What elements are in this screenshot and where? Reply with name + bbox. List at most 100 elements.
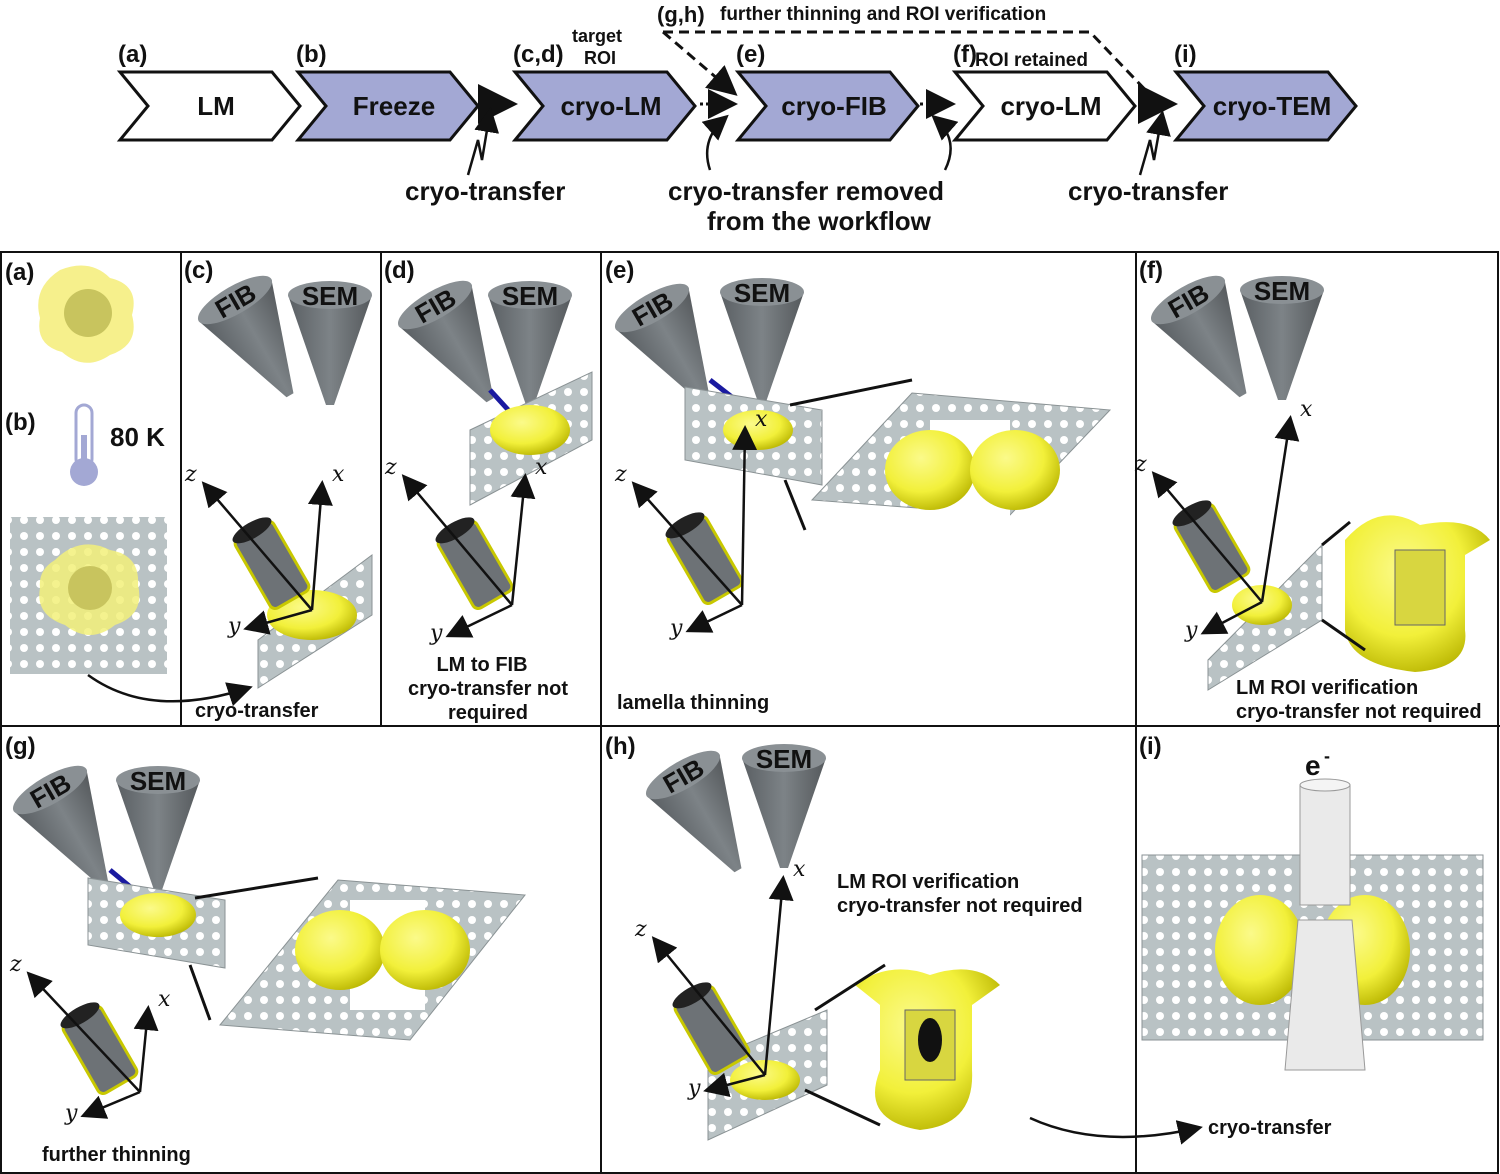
objective-lens-icon bbox=[672, 982, 751, 1075]
note-roi: ROI bbox=[584, 48, 616, 68]
column-body bbox=[720, 292, 804, 402]
axis-label-y: y bbox=[687, 1076, 701, 1101]
axis-x bbox=[732, 425, 758, 606]
stage-letter: (i) bbox=[1174, 41, 1197, 68]
column-label: SEM bbox=[130, 766, 186, 796]
stage-label: LM bbox=[197, 91, 235, 121]
coordinate-axes: z x y bbox=[384, 455, 548, 646]
stage-label: cryo-LM bbox=[1000, 91, 1101, 121]
panel-a-cell bbox=[38, 265, 134, 363]
axis-label-z: z bbox=[634, 917, 647, 942]
coordinate-axes: z x y bbox=[184, 462, 345, 639]
panel-frames bbox=[0, 251, 1500, 1174]
stage-letter: (e) bbox=[736, 41, 765, 68]
column-top bbox=[720, 278, 804, 306]
axis-y bbox=[703, 1072, 766, 1097]
cell-sample bbox=[730, 1060, 800, 1100]
panel-letter-h: (h) bbox=[605, 733, 636, 760]
panel-letter-a: (a) bbox=[5, 259, 34, 286]
stage-label: cryo-TEM bbox=[1213, 91, 1331, 121]
axis-z bbox=[201, 481, 313, 611]
loop-label: further thinning and ROI verification bbox=[720, 4, 1046, 25]
axis-label-z: z bbox=[184, 462, 197, 487]
sem-column: SEM bbox=[488, 281, 572, 405]
axis-label-x: x bbox=[535, 455, 548, 480]
electron-sup: - bbox=[1324, 746, 1330, 766]
axis-y bbox=[445, 603, 513, 638]
note-roi-retained: ROI retained bbox=[975, 50, 1088, 71]
axis-x bbox=[1260, 415, 1300, 603]
column-top bbox=[288, 281, 372, 309]
panel-letter-g: (g) bbox=[5, 733, 36, 760]
axis-label-y: y bbox=[669, 616, 683, 641]
stage-chevron bbox=[511, 70, 697, 142]
fib-column: FIB bbox=[614, 283, 711, 406]
workflow-stage-cryo-tem: cryo-TEM (i) bbox=[1172, 41, 1358, 142]
zoom-line bbox=[1321, 520, 1351, 547]
column-top bbox=[1150, 275, 1226, 325]
column-top bbox=[614, 283, 690, 333]
zoom-line bbox=[194, 876, 319, 900]
objective-lens-icon bbox=[665, 512, 744, 605]
column-label: SEM bbox=[756, 744, 812, 774]
column-top bbox=[742, 744, 826, 772]
caption-c: cryo-transfer bbox=[195, 700, 319, 722]
workflow-stage-cryo-lm: cryo-LM(c,d) bbox=[511, 41, 697, 142]
stage-chevron bbox=[116, 70, 302, 142]
axis-label-y: y bbox=[227, 614, 241, 639]
axis-label-z: z bbox=[384, 455, 397, 480]
axis-x bbox=[763, 875, 794, 1076]
axis-y bbox=[243, 608, 313, 635]
axis-label-x: x bbox=[332, 462, 345, 487]
axis-x bbox=[307, 480, 333, 611]
temperature-label: 80 K bbox=[110, 422, 165, 452]
zoom-line bbox=[188, 964, 212, 1021]
sem-column: SEM bbox=[116, 766, 200, 890]
curved-arrow-icon bbox=[931, 114, 959, 171]
axis-z bbox=[401, 474, 513, 606]
lamella bbox=[1394, 549, 1446, 626]
axis-label-x: x bbox=[755, 407, 768, 432]
electron-beam-lower bbox=[1284, 919, 1366, 1071]
column-body bbox=[116, 780, 200, 890]
panel-letter-b: (b) bbox=[5, 409, 36, 436]
axis-label-y: y bbox=[64, 1101, 78, 1126]
electron-beam-upper bbox=[1299, 784, 1351, 906]
axis-label-x: x bbox=[158, 987, 171, 1012]
axis-label-z: z bbox=[9, 952, 22, 977]
workflow-stage-cryo-lm: cryo-LM(f) bbox=[951, 41, 1137, 142]
panel-letter-e: (e) bbox=[605, 257, 634, 284]
stage-chevron bbox=[951, 70, 1137, 142]
axis-y bbox=[1200, 600, 1263, 635]
zoom-line bbox=[789, 378, 913, 407]
sem-column: SEM bbox=[742, 744, 826, 868]
cell-sample bbox=[295, 910, 385, 990]
axis-x bbox=[133, 1005, 159, 1093]
caption-d-3: required bbox=[448, 702, 528, 724]
cell-sample bbox=[970, 430, 1060, 510]
squiggle-arrow-icon bbox=[466, 107, 500, 176]
cell-sample bbox=[885, 430, 975, 510]
axis-x bbox=[510, 473, 536, 606]
panel-letter-i: (i) bbox=[1139, 733, 1162, 760]
stage-letter: (b) bbox=[296, 41, 327, 68]
column-body bbox=[742, 758, 826, 868]
caption-h-transfer: cryo-transfer bbox=[1208, 1117, 1332, 1139]
cell-sample bbox=[120, 893, 196, 937]
stage-label: cryo-FIB bbox=[781, 91, 886, 121]
zoom-line bbox=[783, 479, 807, 531]
label-cryo-transfer: cryo-transfer bbox=[405, 176, 565, 206]
fib-column: FIB bbox=[645, 750, 742, 873]
axis-label-y: y bbox=[1184, 618, 1198, 643]
fib-column: FIB bbox=[1150, 275, 1247, 398]
loop-dashed-arrow bbox=[663, 30, 1157, 102]
stage-label: cryo-LM bbox=[560, 91, 661, 121]
label-from-workflow: from the workflow bbox=[707, 206, 932, 236]
workflow-stage-freeze: Freeze(b) bbox=[294, 41, 480, 142]
sem-column: SEM bbox=[1240, 276, 1324, 400]
axis-label-y: y bbox=[429, 621, 443, 646]
column-label: SEM bbox=[1254, 276, 1310, 306]
fib-column: FIB bbox=[12, 765, 109, 888]
coordinate-axes: zxy bbox=[634, 857, 806, 1101]
